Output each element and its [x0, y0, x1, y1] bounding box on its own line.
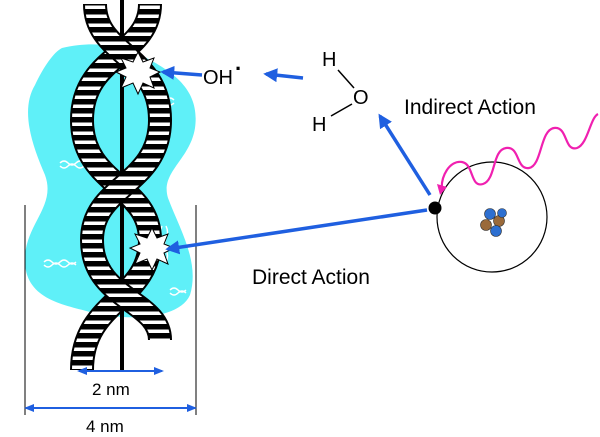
direct-action-label: Direct Action	[252, 266, 370, 289]
starburst-icon	[114, 50, 162, 96]
dna-helix	[69, 0, 173, 371]
indirect-action-label: Indirect Action	[404, 96, 536, 119]
water-to-oh-arrow	[263, 68, 304, 83]
electron-to-water-arrow	[378, 113, 432, 196]
starburst-icon	[128, 226, 176, 272]
water-o: O	[353, 87, 369, 109]
electron	[428, 201, 442, 215]
inner-width-label: 2 nm	[92, 380, 130, 399]
water-h-top: H	[322, 49, 336, 71]
wavy-ray-icon	[440, 113, 599, 193]
nucleus	[480, 208, 507, 237]
hydroxyl-label: OH	[203, 67, 233, 89]
oh-to-dna-arrow	[160, 65, 203, 80]
photon-arrowhead	[437, 184, 447, 195]
water-h-bottom: H	[312, 114, 326, 136]
electron-to-dna-arrow	[165, 208, 428, 255]
hydroxyl-radical-dot: ·	[235, 56, 242, 81]
atom-icon	[436, 161, 548, 273]
water-bond-upper	[337, 69, 355, 89]
water-bond-lower	[330, 103, 353, 117]
outer-width-label: 4 nm	[86, 417, 124, 436]
